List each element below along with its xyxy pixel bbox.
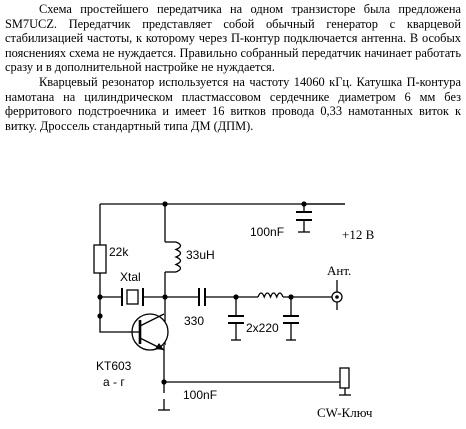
article-text: Схема простейшего передатчика на одном т… [5, 2, 461, 133]
cap-bottom-label: 100nF [183, 388, 217, 402]
antenna-connector [331, 280, 343, 310]
key-symbol [339, 367, 350, 389]
transistor-suffix: а - г [103, 375, 125, 389]
supply-label: +12 В [342, 227, 375, 242]
choke-label: 33uH [186, 248, 215, 262]
transistor-label: KT603 [96, 359, 132, 373]
paragraph-intro: Схема простейшего передатчика на одном т… [5, 2, 461, 75]
transistor-kt603 [127, 313, 169, 351]
key-label: CW-Ключ [317, 405, 373, 420]
crystal-label: Xtal [120, 270, 141, 284]
cap-top-label: 100nF [250, 225, 284, 239]
pi-inductor [257, 292, 284, 299]
antenna-label: Ант. [327, 263, 351, 278]
choke-coil [174, 241, 182, 273]
resistor-22k [93, 244, 107, 274]
paragraph-details: Кварцевый резонатор используется на част… [5, 74, 461, 133]
crystal-symbol [121, 288, 144, 306]
coupling-cap-label: 330 [184, 314, 204, 328]
resistor-label: 22k [109, 245, 129, 259]
pi-caps-label: 2x220 [246, 321, 279, 335]
